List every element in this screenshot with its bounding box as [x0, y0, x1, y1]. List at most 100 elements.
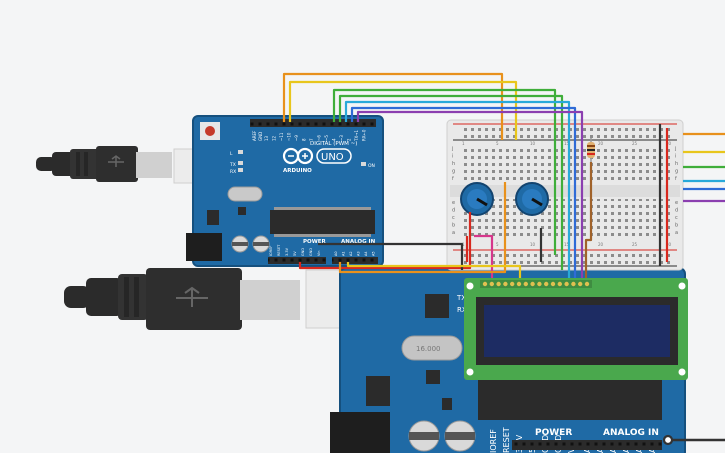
wire-yellow-2 — [346, 262, 522, 278]
board1-power-pin-label: Vin — [317, 250, 321, 256]
board1-capacitor-1 — [231, 235, 249, 253]
potentiometer-2[interactable] — [515, 182, 549, 216]
board1-analog-pin-label: A5 — [372, 251, 376, 256]
usb-b-cable-icon — [36, 146, 221, 184]
board2-atmega-chip — [478, 378, 662, 420]
breadboard-row-letter: f — [675, 176, 677, 182]
board1-digital-pin-label: ~6 — [317, 135, 322, 141]
resistor[interactable] — [587, 138, 595, 162]
board1-digital-pin-label: 8 — [302, 138, 307, 141]
board2-small-chip-2 — [442, 398, 452, 410]
lcd-pin[interactable] — [516, 281, 522, 287]
lcd-pin-header[interactable] — [480, 280, 592, 288]
board1-power-pin-label: RESET — [277, 244, 281, 256]
board1-crystal — [227, 186, 263, 202]
lcd-display[interactable] — [464, 278, 688, 380]
wires[interactable] — [282, 72, 725, 446]
board2-small-chip — [426, 370, 440, 384]
lcd-screen — [484, 305, 670, 357]
board2-header-bottom[interactable] — [512, 440, 662, 450]
lcd-pin[interactable] — [564, 281, 569, 287]
lcd-pin[interactable] — [489, 281, 494, 287]
wire-brown-1 — [584, 162, 593, 278]
breadboard-row-letter: e — [452, 200, 455, 206]
board1-power-header[interactable] — [268, 257, 326, 264]
breadboard-row-letter: d — [452, 208, 455, 214]
lcd-pin[interactable] — [584, 281, 590, 287]
board1-digital-pin-label: 12 — [272, 135, 277, 141]
lcd-pin[interactable] — [523, 281, 528, 287]
lcd-pin[interactable] — [482, 281, 488, 287]
breadboard-column-number: 30 — [666, 242, 672, 247]
breadboard-row-letter: a — [675, 230, 678, 236]
board2-chip-small — [425, 294, 449, 318]
board1-small-chip — [238, 207, 246, 215]
breadboard-bottom-terminal[interactable] — [462, 199, 672, 237]
lcd-pin[interactable] — [557, 281, 562, 287]
lcd-pin[interactable] — [496, 281, 501, 287]
wire-cyan-1 — [344, 100, 571, 278]
board1-tx-label: TX — [229, 162, 236, 168]
breadboard-top-rail[interactable] — [462, 126, 672, 139]
board1-analog-pin-label: A0 — [334, 251, 338, 256]
breadboard-column-number: 20 — [598, 141, 604, 146]
breadboard-column-number: 20 — [598, 242, 604, 247]
lcd-pins — [482, 281, 590, 287]
board1-analog-pin-label: A4 — [364, 251, 368, 256]
breadboard-row-letter: h — [675, 161, 678, 167]
lcd-pin[interactable] — [571, 281, 576, 287]
lcd-pin[interactable] — [530, 281, 535, 287]
breadboard-row-letter: d — [675, 208, 678, 214]
board1-analog-pin-label: A2 — [349, 251, 353, 256]
breadboard-row-letter: i — [452, 154, 453, 160]
board1-brand-text: ARDUINO — [283, 168, 312, 174]
breadboard-top-terminal[interactable] — [462, 145, 672, 183]
board2-crystal: 16.000 — [401, 335, 463, 361]
wire-end-white — [662, 434, 674, 446]
reset-button[interactable] — [200, 122, 220, 140]
resistor-icon — [587, 138, 595, 162]
wire-blue-1 — [350, 106, 577, 278]
breadboard-row-letter: j — [451, 146, 453, 152]
usb-cable-1[interactable] — [36, 146, 221, 184]
board1-digital-pin-label: TX→1 — [354, 129, 359, 142]
lcd-pin[interactable] — [537, 281, 542, 287]
lcd-pin[interactable] — [503, 281, 508, 287]
breadboard-column-number: 25 — [632, 242, 638, 247]
potentiometer-1[interactable] — [460, 182, 494, 216]
breadboard-row-letter: g — [452, 169, 455, 175]
board1-analog-header[interactable] — [332, 257, 378, 264]
board2-regulator — [366, 376, 390, 406]
breadboard-column-number: 30 — [666, 141, 672, 146]
breadboard-column-number: 1 — [462, 141, 465, 146]
board1-power-label: POWER — [303, 239, 327, 245]
board1-digital-pin-label: RX←0 — [362, 129, 367, 141]
lcd-pin[interactable] — [550, 281, 556, 287]
lcd-pin[interactable] — [510, 281, 515, 287]
board1-atmega-chip — [270, 210, 375, 234]
board1-rx-label: RX — [230, 169, 236, 175]
board2-capacitor-1 — [408, 420, 440, 452]
breadboard-column-number: 15 — [564, 242, 570, 247]
board2-analog-label: ANALOG IN — [603, 428, 659, 438]
breadboard-column-number: 15 — [564, 141, 570, 146]
wire-orange-2 — [338, 182, 507, 274]
breadboard-column-number: 1 — [462, 242, 465, 247]
lcd-pin[interactable] — [544, 281, 549, 287]
breadboard-column-number: 10 — [530, 141, 536, 146]
board1-regulator — [207, 210, 219, 225]
board1-digital-pin-label: ~3 — [339, 135, 344, 141]
breadboard-column-number: 25 — [632, 141, 638, 146]
board1-analog-pin-label: A3 — [357, 251, 361, 256]
breadboard-row-letter: f — [452, 176, 454, 182]
lcd-pin[interactable] — [578, 281, 583, 287]
breadboard-row-letter: a — [452, 230, 455, 236]
breadboard-bottom-rail[interactable] — [462, 251, 672, 264]
wire-green-1 — [332, 88, 557, 255]
board1-digital-header[interactable] — [250, 119, 376, 127]
board1-capacitor-2 — [252, 235, 270, 253]
